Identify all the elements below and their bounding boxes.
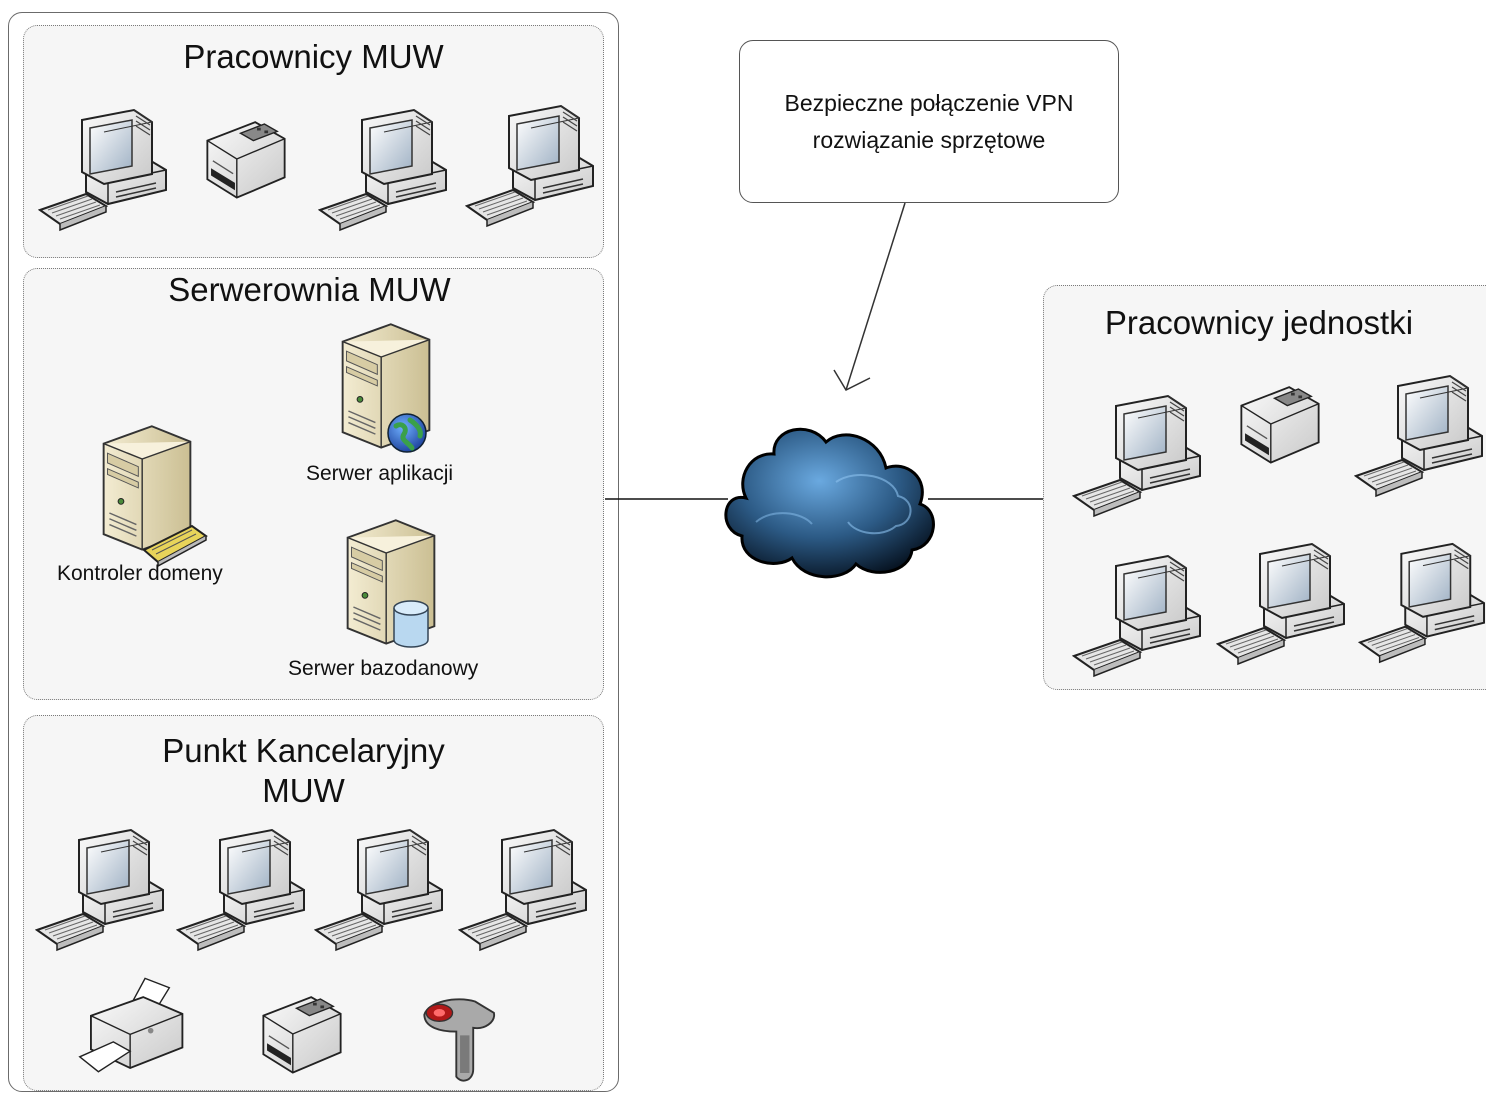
- fax-printer-icon: [1234, 376, 1326, 472]
- workstation-icon: [1358, 542, 1486, 670]
- workstation-icon: [1354, 374, 1484, 504]
- workstation-icon: [1072, 394, 1202, 524]
- server-label-app: Serwer aplikacji: [306, 462, 454, 485]
- workstation-icon: [1216, 542, 1346, 672]
- internet-cloud-icon: [724, 427, 935, 579]
- callout-arrowhead: [833, 369, 871, 391]
- group-title: Pracownicy MUW: [183, 38, 444, 75]
- keyboard-icon: [142, 524, 208, 568]
- group-title: Pracownicy jednostki: [1104, 304, 1414, 341]
- server-label-db: Serwer bazodanowy: [288, 657, 479, 680]
- callout-line1: Bezpieczne połączenie VPN: [784, 89, 1074, 116]
- globe-icon: [387, 413, 427, 453]
- database-icon: [393, 600, 429, 648]
- muw-frame: [8, 12, 619, 1092]
- callout-arrow: [845, 202, 906, 391]
- group-title-line1: Punkt Kancelaryjny: [162, 732, 445, 769]
- group-title-line2: MUW: [262, 772, 345, 809]
- vpn-callout: Bezpieczne połączenie VPN rozwiązanie sp…: [739, 40, 1119, 203]
- callout-line2: rozwiązanie sprzętowe: [812, 126, 1046, 153]
- server-label-dc: Kontroler domeny: [57, 562, 223, 585]
- workstation-icon: [1072, 554, 1202, 684]
- group-title: Serwerownia MUW: [168, 271, 451, 308]
